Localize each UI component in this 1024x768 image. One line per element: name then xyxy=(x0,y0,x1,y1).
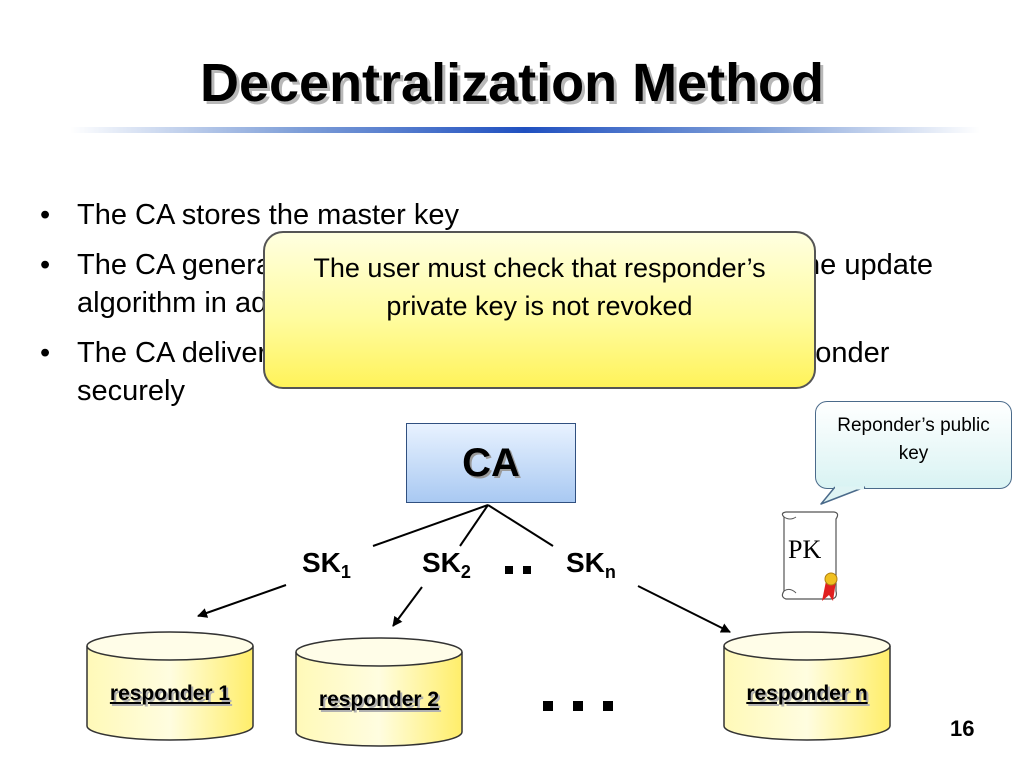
key-ellipsis xyxy=(505,561,541,579)
ca-to-skn-line xyxy=(487,504,554,547)
secret-key-1-label: SK1 xyxy=(302,547,351,582)
bullet-item: The CA stores the master key xyxy=(40,196,940,234)
sk2-to-responder2-arrow xyxy=(392,586,423,627)
ca-to-sk1-line xyxy=(372,504,489,547)
public-key-callout: Reponder’s public key xyxy=(815,401,1012,489)
secret-key-2-label: SK2 xyxy=(422,547,471,582)
certificate-label: PK xyxy=(788,535,822,564)
page-number: 16 xyxy=(950,716,975,741)
title-underline xyxy=(70,127,980,133)
callout-tail xyxy=(820,486,866,505)
secret-key-n-label: SKn xyxy=(566,547,616,582)
responder-2-cylinder: responder 2 xyxy=(294,636,464,748)
responder-ellipsis xyxy=(543,698,633,716)
ca-box: CA xyxy=(406,423,576,503)
warning-text: The user must check that responder’s pri… xyxy=(313,253,766,321)
responder-1-cylinder: responder 1 xyxy=(85,630,255,742)
ca-to-sk2-line xyxy=(459,504,489,547)
public-key-callout-text: Reponder’s public key xyxy=(837,415,990,464)
slide-title: Decentralization Method xyxy=(199,53,825,113)
skn-to-respondern-arrow xyxy=(637,585,731,633)
ca-label: CA xyxy=(462,441,520,485)
responder-n-cylinder: responder n xyxy=(722,630,892,742)
responder-2-label: responder 2 xyxy=(318,688,440,711)
sk1-to-responder1-arrow xyxy=(197,584,287,618)
revocation-warning-callout: The user must check that responder’s pri… xyxy=(263,231,816,389)
responder-n-label: responder n xyxy=(746,682,868,705)
certificate-scroll-icon: PK xyxy=(776,509,846,609)
responder-1-label: responder 1 xyxy=(109,682,231,705)
